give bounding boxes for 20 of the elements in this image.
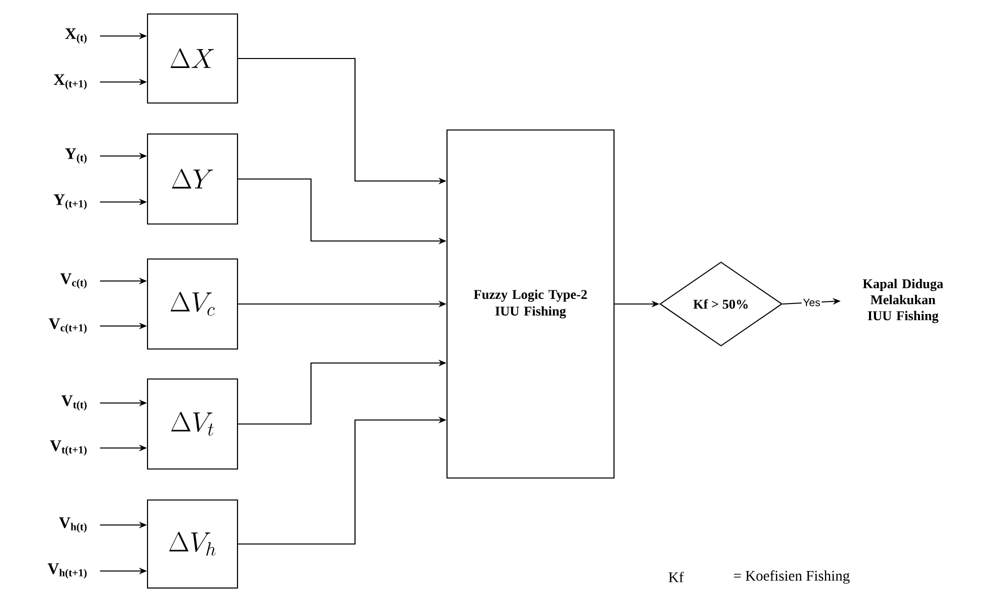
process-box: $\Delta Y$ [146, 133, 238, 225]
input-label: Y$_{(t)}$ [65, 148, 87, 164]
input-label: V$_{t(t+1)}$ [50, 440, 87, 456]
input-label: V$_{c(t)}$ [60, 273, 87, 289]
legend-note: = Koefisien Fishing [734, 570, 850, 584]
process-box: $\Delta V_t$ [146, 378, 238, 470]
legend-note: Kf [668, 572, 684, 582]
result-text: Kapal Diduga Melakukan IUU Fishing [862, 278, 944, 324]
process-box: Fuzzy Logic Type-2 IUU Fishing [446, 129, 615, 479]
input-label: V$_{c(t+1)}$ [48, 318, 87, 334]
input-label: X$_{(t+1)}$ [54, 74, 87, 90]
input-label: V$_{h(t)}$ [59, 517, 87, 533]
input-label: X$_{(t)}$ [65, 28, 87, 44]
process-box: $\Delta V_h$ [146, 499, 238, 589]
input-label: V$_{t(t)}$ [62, 395, 87, 411]
input-label: Y$_{(t+1)}$ [54, 194, 87, 210]
process-box: $\Delta V_c$ [146, 258, 238, 350]
edge-label: Yes [802, 297, 822, 308]
process-box: $\Delta X$ [146, 13, 238, 104]
input-label: V$_{h(t+1)}$ [48, 563, 87, 579]
